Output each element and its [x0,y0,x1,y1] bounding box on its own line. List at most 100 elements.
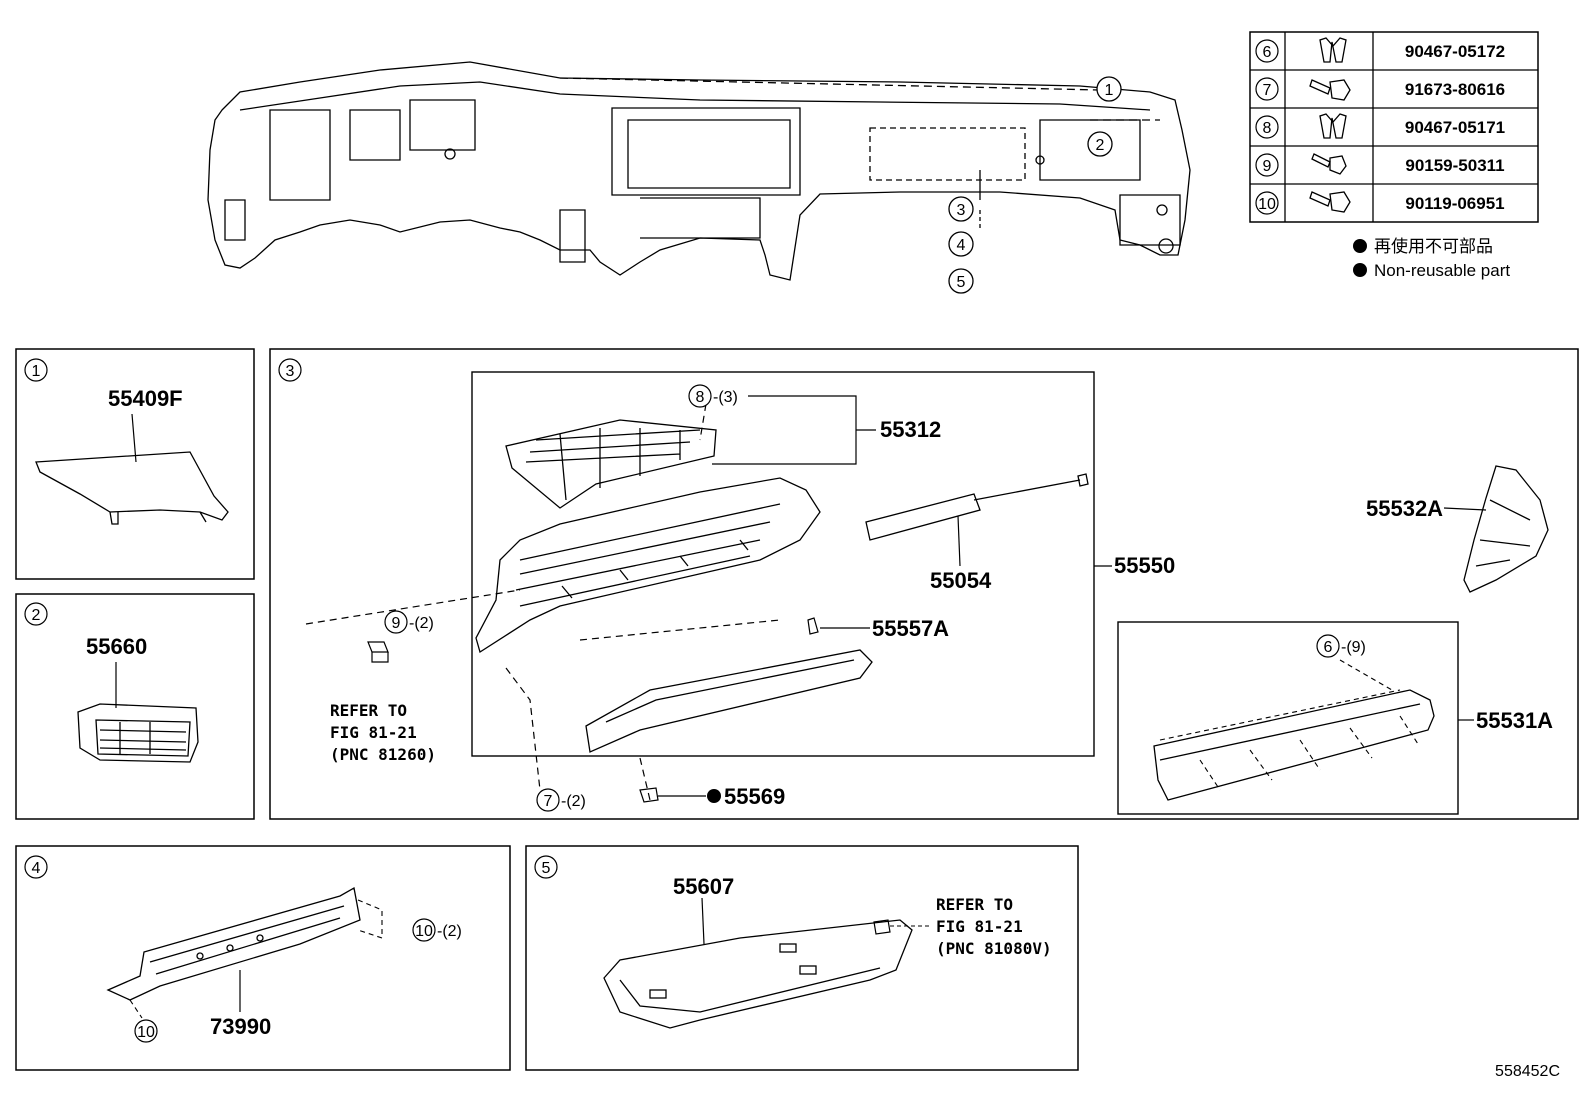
svg-text:-(2): -(2) [437,923,462,940]
svg-text:10: 10 [1258,196,1276,213]
panel-1: 1 55409F [15,348,255,580]
svg-text:3: 3 [286,363,295,380]
svg-text:90467-05171: 90467-05171 [1405,118,1505,137]
svg-text:2: 2 [32,607,41,624]
svg-text:FIG 81-21: FIG 81-21 [330,723,417,742]
svg-text:9: 9 [1263,158,1272,175]
callout-fastener-6[interactable]: 6 -(9) [1316,634,1366,658]
svg-text:55054: 55054 [930,568,992,593]
svg-text:55531A: 55531A [1476,708,1553,733]
air-vent-drawing [77,703,199,763]
callout-part-73990[interactable]: 73990 [210,970,271,1039]
dashed-guide-lines [305,403,781,801]
callout-5[interactable]: 5 [948,268,974,294]
connector-icon [367,641,389,663]
svg-text:1: 1 [32,363,41,380]
svg-text:6: 6 [1263,44,1272,61]
callout-part-55607[interactable]: 55607 [673,874,734,945]
refer-note[interactable]: REFER TO FIG 81-21 (PNC 81260) [330,701,436,764]
glove-box-lid-drawing [585,649,873,753]
dashed-guide-lines [129,899,383,1019]
callout-part-55557A[interactable]: 55557A [807,616,949,641]
callout-2[interactable]: 2 [1087,131,1113,157]
clip-icon [1319,37,1347,63]
svg-text:8: 8 [696,389,705,406]
callout-part-55550[interactable]: 55550 [1094,553,1175,578]
callout-part-55312[interactable]: 8 -(3) 55312 [688,384,941,465]
svg-text:FIG 81-21: FIG 81-21 [936,917,1023,936]
bolt-icon [1309,191,1351,213]
glove-box-drawing [475,419,821,654]
svg-text:-(2): -(2) [409,615,434,632]
non-reusable-dot-icon [1353,239,1367,253]
callout-part-55532A[interactable]: 55532A [1366,496,1487,521]
instrument-panel-assembly-drawing [207,61,1191,281]
svg-text:55532A: 55532A [1366,496,1443,521]
callout-fastener-10[interactable]: 10 [134,1019,158,1043]
svg-text:(PNC 81260): (PNC 81260) [330,745,436,764]
svg-text:REFER TO: REFER TO [330,701,407,720]
svg-text:Non-reusable part: Non-reusable part [1374,261,1510,280]
svg-text:55569: 55569 [724,784,785,809]
screw-icon [1311,153,1347,175]
svg-text:7: 7 [1263,82,1272,99]
callout-part-55531A[interactable]: 55531A [1458,708,1553,733]
non-reusable-dot-icon [707,789,721,803]
svg-text:55607: 55607 [673,874,734,899]
callout-4[interactable]: 4 [948,231,974,257]
lower-panel-drawing [106,886,361,1001]
callout-part-55569[interactable]: 55569 [639,784,785,809]
svg-text:10: 10 [137,1024,155,1041]
fastener-row[interactable]: 8 90467-05171 [1255,113,1505,139]
svg-text:7: 7 [544,793,553,810]
callout-3[interactable]: 3 [948,196,974,222]
svg-text:6: 6 [1324,639,1333,656]
part-number-label[interactable]: 55409F [108,386,183,411]
callout-fastener-9[interactable]: 9 -(2) [384,610,434,634]
part-number-label[interactable]: 55660 [86,634,147,659]
damper-drawing [865,473,1089,541]
glove-compartment-drawing [603,919,913,1029]
svg-text:REFER TO: REFER TO [936,895,1013,914]
svg-text:8: 8 [1263,120,1272,137]
svg-text:-(9): -(9) [1341,639,1366,656]
svg-text:-(3): -(3) [713,389,738,406]
svg-text:90467-05172: 90467-05172 [1405,42,1505,61]
trim-cover-drawing [1463,465,1549,593]
fastener-row[interactable]: 10 90119-06951 [1255,191,1505,215]
fastener-row[interactable]: 7 91673-80616 [1255,77,1505,101]
panel-4: 4 10 -(2) 10 73990 [15,845,511,1071]
fastener-row[interactable]: 9 90159-50311 [1255,153,1505,177]
connector-icon [873,919,891,935]
svg-text:3: 3 [957,202,966,219]
clip-icon [1319,113,1347,139]
svg-text:91673-80616: 91673-80616 [1405,80,1505,99]
svg-text:5: 5 [957,274,966,291]
glove-box-door-panel-drawing [1153,689,1435,801]
svg-text:9: 9 [392,615,401,632]
svg-text:10: 10 [415,923,433,940]
figure-code: 558452C [1495,1063,1560,1080]
refer-note[interactable]: REFER TO FIG 81-21 (PNC 81080V) [936,895,1052,958]
callout-fastener-10[interactable]: 10 -(2) [412,918,462,942]
side-panel-drawing [35,451,229,525]
svg-text:90159-50311: 90159-50311 [1405,156,1504,175]
svg-text:4: 4 [32,860,41,877]
callout-part-55054[interactable]: 55054 [930,515,992,593]
svg-text:2: 2 [1096,137,1105,154]
callout-fastener-7[interactable]: 7 -(2) [536,788,586,812]
callout-1[interactable]: 1 [1096,76,1122,102]
fastener-row[interactable]: 6 90467-05172 [1255,37,1505,63]
svg-text:-(2): -(2) [561,793,586,810]
panel-3: 3 8 -(3) [269,348,1579,820]
panel-5: 5 55607 REFER TO FIG 81-21 (PNC 81080V) [525,845,1079,1071]
bolt-icon [1309,79,1351,101]
svg-text:90119-06951: 90119-06951 [1405,194,1504,213]
legend: 再使用不可部品 Non-reusable part [1353,236,1510,280]
svg-text:55550: 55550 [1114,553,1175,578]
svg-text:55557A: 55557A [872,616,949,641]
svg-text:55312: 55312 [880,417,941,442]
svg-text:再使用不可部品: 再使用不可部品 [1374,236,1493,256]
panel-2: 2 55660 [15,593,255,820]
